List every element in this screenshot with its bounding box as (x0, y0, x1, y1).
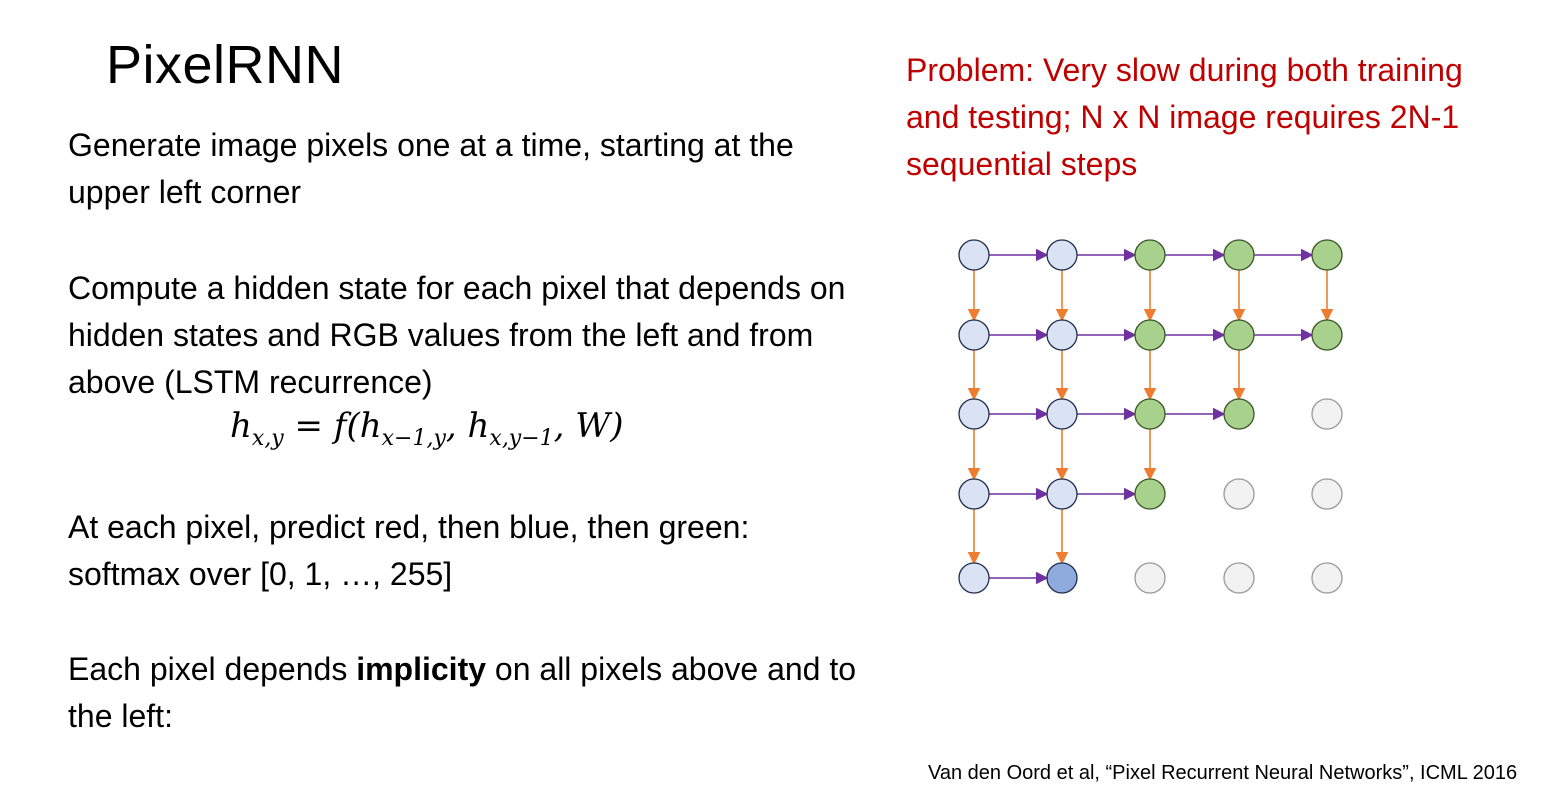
problem-statement: Problem: Very slow during both training … (906, 52, 1463, 182)
pixel-node-past (958, 319, 990, 351)
pixel-node-past (1046, 239, 1078, 271)
pixel-node-active (1134, 239, 1166, 271)
pixel-node-empty (1311, 562, 1343, 594)
pixel-node-active (1134, 398, 1166, 430)
pixel-node-active (1223, 398, 1255, 430)
pixel-node-empty (1223, 478, 1255, 510)
paragraph-hidden-state: Compute a hidden state for each pixel th… (68, 270, 846, 400)
pixel-node-active (1134, 319, 1166, 351)
pixel-node-past (958, 239, 990, 271)
pixel-node-current (1046, 562, 1078, 594)
pixel-node-empty (1311, 398, 1343, 430)
citation: Van den Oord et al, “Pixel Recurrent Neu… (928, 762, 1518, 784)
paragraph-dependency: Each pixel depends implicity on all pixe… (68, 651, 857, 734)
pixel-node-past (958, 398, 990, 430)
pixel-node-active (1311, 239, 1343, 271)
slide-title: PixelRNN (106, 35, 345, 95)
pixel-node-active (1223, 239, 1255, 271)
pixel-node-past (1046, 398, 1078, 430)
pixel-grid-diagram (958, 239, 1343, 594)
pixel-node-empty (1311, 478, 1343, 510)
pixel-node-active (1223, 319, 1255, 351)
pixel-node-past (958, 562, 990, 594)
paragraph-generate: Generate image pixels one at a time, sta… (68, 127, 794, 210)
pixel-node-past (1046, 319, 1078, 351)
pixel-node-active (1134, 478, 1166, 510)
paragraph-predict: At each pixel, predict red, then blue, t… (68, 509, 750, 592)
pixel-node-past (1046, 478, 1078, 510)
pixel-node-past (958, 478, 990, 510)
pixel-node-empty (1223, 562, 1255, 594)
equation: hx,y = f(hx−1,y, hx,y−1, W) (230, 406, 624, 451)
pixel-node-empty (1134, 562, 1166, 594)
pixel-node-active (1311, 319, 1343, 351)
